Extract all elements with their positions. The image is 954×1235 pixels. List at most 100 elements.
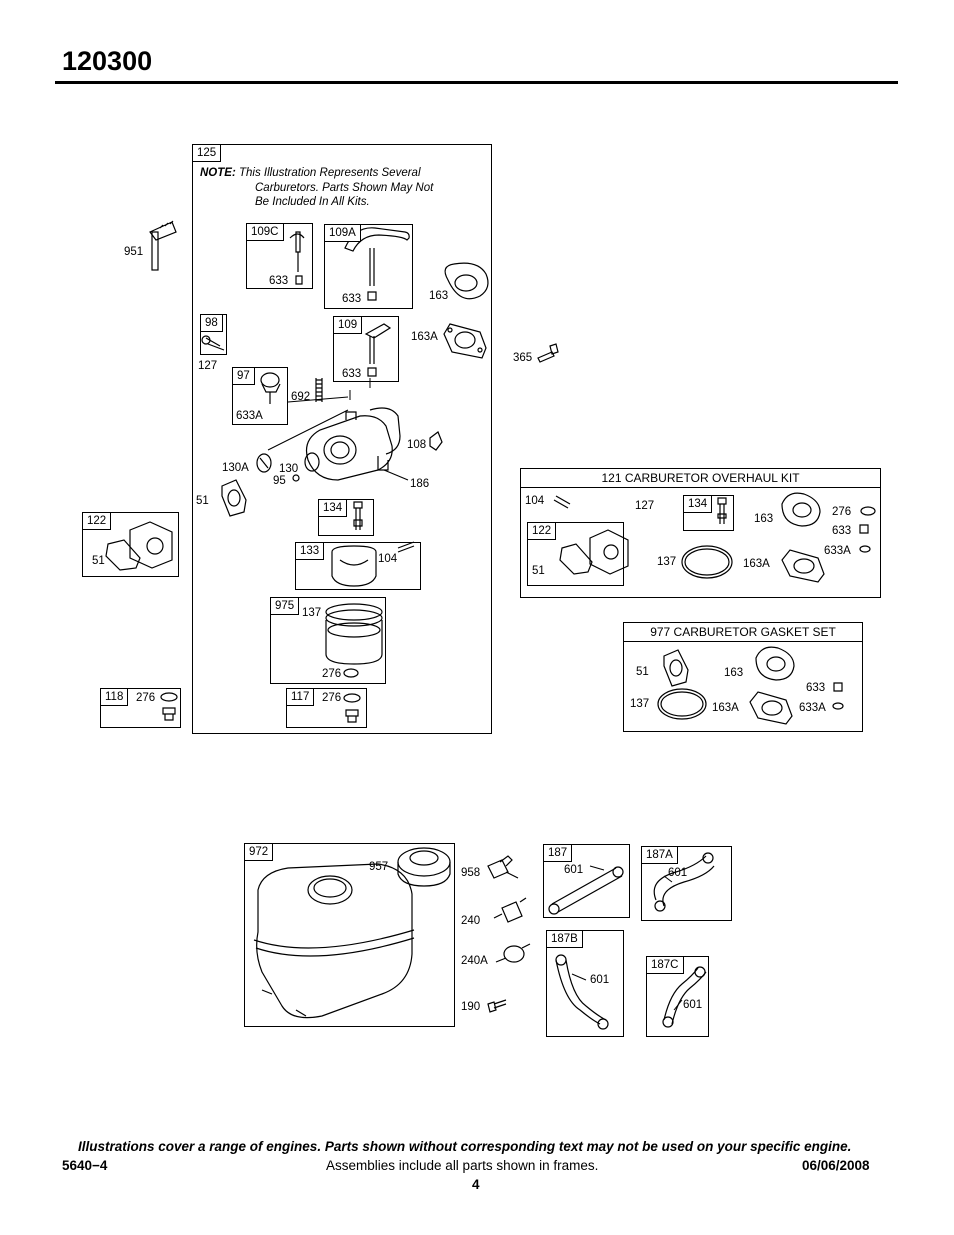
frame-975: 975 [270, 597, 386, 684]
label-633-109c: 633 [269, 275, 289, 287]
kit977-163a-gasket [749, 691, 793, 725]
kit121-122-spacer [559, 529, 629, 575]
label-633-109a: 633 [342, 293, 362, 305]
part-108-bowl-gasket [429, 431, 443, 451]
part-365-screw [537, 343, 559, 363]
label-240: 240 [461, 915, 481, 927]
kit-977-carburetor-gasket-set: 977 CARBURETOR GASKET SET [623, 622, 863, 732]
label-137: 137 [302, 607, 322, 619]
frame-tag-118: 118 [101, 689, 129, 706]
kit121-label-104: 104 [525, 495, 545, 507]
frame-tag-187b: 187B [547, 931, 583, 948]
label-130a: 130A [222, 462, 249, 474]
part-240-fuel-filter [493, 897, 527, 923]
part-957-fuel-cap [397, 847, 451, 887]
frame-tag-187: 187 [544, 845, 573, 862]
part-187-fuel-line [548, 866, 624, 915]
frame-tag-187a: 187A [642, 847, 678, 864]
part-98-screw [201, 335, 225, 351]
footer-disclaimer: Illustrations cover a range of engines. … [78, 1139, 852, 1154]
label-163: 163 [429, 290, 449, 302]
label-601-187b: 601 [590, 974, 610, 986]
kit-121-carburetor-overhaul: 121 CARBURETOR OVERHAUL KIT [520, 468, 881, 598]
kit121-137-oring [681, 545, 733, 579]
kit977-51-gasket [663, 649, 689, 687]
frame-tag-109c: 109C [247, 224, 284, 241]
carburetor-body [305, 407, 409, 481]
part-163a-gasket [443, 323, 487, 359]
part-97-choke-valve [260, 372, 281, 404]
part-104-float-pin [397, 541, 415, 553]
footer-page-number: 4 [472, 1177, 480, 1192]
label-365: 365 [513, 352, 533, 364]
label-276-117: 276 [322, 692, 342, 704]
label-601-187: 601 [564, 864, 584, 876]
kit121-label-127: 127 [635, 500, 655, 512]
kit121-label-163a: 163A [743, 558, 770, 570]
part-109c-governor-link [289, 231, 305, 285]
page-title: 120300 [62, 46, 153, 76]
part-187a-fuel-line [653, 852, 715, 912]
kit121-frame-tag-122: 122 [528, 523, 557, 540]
label-633a: 633A [236, 410, 263, 422]
label-951: 951 [124, 246, 144, 258]
frame-tag-125: 125 [193, 145, 222, 162]
kit977-label-633a: 633A [799, 702, 826, 714]
label-190: 190 [461, 1001, 481, 1013]
frame-109a: 109A [324, 224, 413, 309]
frame-133: 133 [295, 542, 421, 590]
frame-187c: 187C [646, 956, 709, 1037]
kit121-label-163: 163 [754, 513, 774, 525]
part-163-gasket [444, 262, 489, 300]
kit121-633a-nut [859, 545, 871, 553]
part-692-spring [315, 378, 323, 402]
note-label: NOTE: [200, 167, 236, 179]
note-line2: Carburetors. Parts Shown May Not [255, 181, 434, 194]
part-95-screw [292, 474, 300, 482]
frame-109c: 109C [246, 223, 313, 289]
label-95: 95 [273, 475, 286, 487]
part-187b-fuel-line [555, 954, 609, 1030]
kit121-163a-gasket [781, 549, 825, 583]
kit977-label-633: 633 [806, 682, 826, 694]
note-line1: This Illustration Represents Several [238, 167, 421, 179]
part-118-bowl-nut [160, 692, 178, 721]
label-240a: 240A [461, 955, 488, 967]
part-51-gasket [221, 479, 247, 517]
frame-tag-98: 98 [201, 315, 223, 332]
frame-tag-117: 117 [287, 689, 315, 706]
kit121-label-633: 633 [832, 525, 852, 537]
label-692: 692 [291, 391, 311, 403]
kit121-frame-122: 122 [527, 522, 624, 586]
label-186: 186 [410, 478, 430, 490]
kit121-label-633a: 633A [824, 545, 851, 557]
kit121-label-276: 276 [832, 506, 852, 518]
kit121-163-gasket [781, 492, 821, 527]
kit977-633-nut [833, 682, 843, 692]
label-163a: 163A [411, 331, 438, 343]
frame-125-carburetor: 125 [192, 144, 492, 734]
frame-tag-109a: 109A [325, 225, 361, 242]
footer-assemblies-note: Assemblies include all parts shown in fr… [326, 1158, 599, 1173]
kit121-134-jet [717, 497, 727, 524]
kit977-633a-nut [832, 702, 844, 710]
label-130: 130 [279, 463, 299, 475]
kit121-104-pin [553, 495, 571, 509]
frame-tag-133: 133 [296, 543, 325, 560]
kit121-276-washer [860, 506, 876, 516]
part-134-jet [353, 501, 363, 530]
kit-977-title: 977 CARBURETOR GASKET SET [624, 623, 862, 642]
part-109-governor-link [364, 323, 392, 377]
part-133-float [331, 545, 377, 587]
part-130-plate [304, 452, 320, 472]
frame-187a: 187A [641, 846, 732, 921]
frame-tag-122: 122 [83, 513, 112, 530]
carb-note: NOTE: This Illustration Represents Sever… [200, 166, 433, 210]
label-633-109: 633 [342, 368, 362, 380]
kit121-frame-tag-134: 134 [684, 496, 713, 513]
part-975-fuel-bowl [325, 603, 383, 678]
part-190-screw [487, 999, 507, 1013]
part-117-bowl-nut [343, 693, 361, 723]
label-958: 958 [461, 867, 481, 879]
